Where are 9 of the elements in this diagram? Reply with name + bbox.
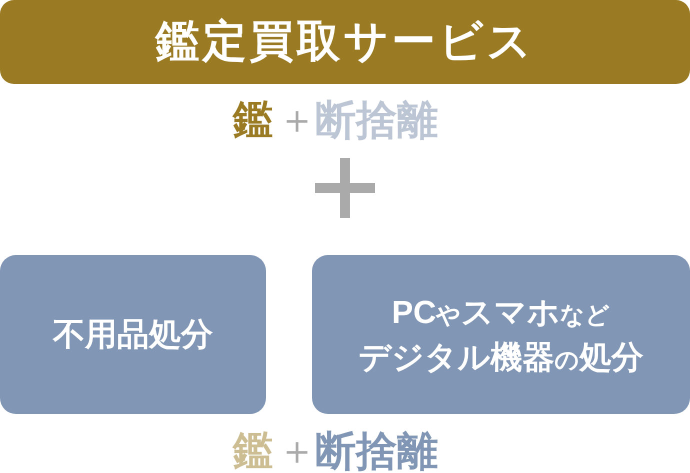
formula-term: 断捨離 xyxy=(315,100,438,140)
category-box: PCやスマホなどデジタル機器の処分 xyxy=(312,255,690,414)
plus-sign: ＋ xyxy=(277,431,317,471)
title-banner: 鑑定買取サービス xyxy=(0,0,690,84)
formula-term: 鑑 xyxy=(233,100,273,140)
plus-sign: ＋ xyxy=(277,100,317,140)
formula-term: 断捨離 xyxy=(315,430,438,472)
formula-term: 鑑 xyxy=(233,431,273,471)
category-box: 不用品処分 xyxy=(0,255,266,414)
